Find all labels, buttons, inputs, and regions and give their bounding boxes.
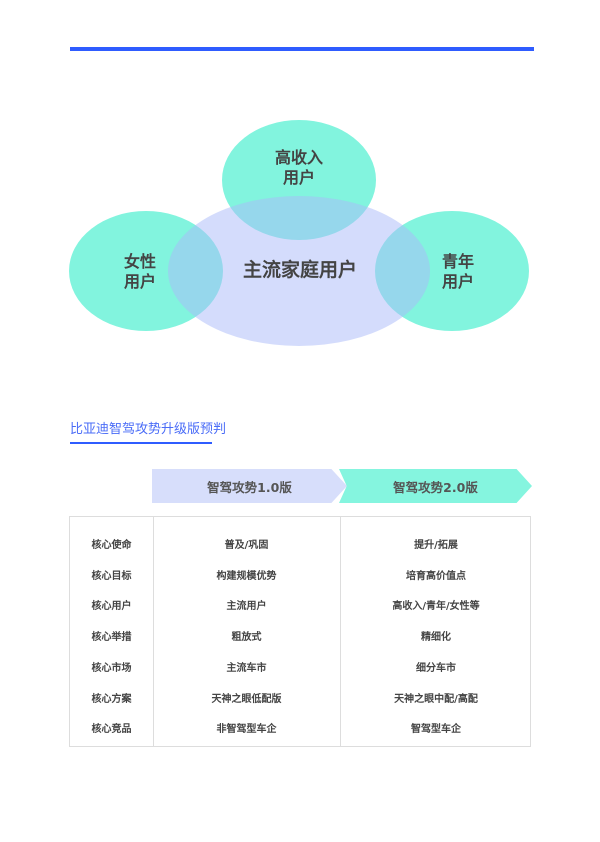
- section-title: 比亚迪智驾攻势升级版预判: [70, 422, 227, 437]
- cell-v1: 主流车市: [226, 662, 267, 674]
- table-row: 核心举措 粗放式 精细化: [70, 625, 530, 645]
- cell-v2: 天神之眼中配/高配: [394, 693, 478, 705]
- cell-v1: 构建规模优势: [216, 570, 277, 582]
- venn-diagram: [69, 120, 529, 346]
- cell-label: 核心竞品: [91, 724, 132, 736]
- venn-center-ellipse: [168, 196, 430, 346]
- table-row: 核心方案 天神之眼低配版 天神之眼中配/高配: [70, 687, 530, 707]
- cell-v2: 培育高价值点: [406, 570, 466, 582]
- table-row: 核心目标 构建规模优势 培育高价值点: [70, 564, 530, 584]
- cell-label: 核心使命: [91, 540, 132, 551]
- column-divider: [340, 517, 341, 746]
- table-row: 核心使命 普及/巩固 提升/拓展: [70, 533, 530, 553]
- cell-v2: 细分车市: [416, 662, 456, 674]
- venn-left-label: 女性用户: [123, 252, 156, 291]
- cell-v2: 智驾型车企: [411, 724, 461, 736]
- version-1-arrow: 智驾攻势1.0版: [152, 469, 347, 503]
- cell-label: 核心用户: [91, 601, 132, 613]
- venn-center-label: 主流家庭用户: [242, 259, 357, 281]
- column-divider: [153, 517, 154, 746]
- venn-right-label: 青年用户: [441, 252, 474, 291]
- version-2-arrow: 智驾攻势2.0版: [339, 469, 532, 503]
- comparison-table: 核心使命 普及/巩固 提升/拓展核心目标 构建规模优势 培育高价值点核心用户 主流用户 高收…: [69, 516, 531, 747]
- cell-label: 核心目标: [91, 570, 132, 582]
- cell-label: 核心方案: [91, 693, 132, 705]
- section-underline: [70, 442, 212, 444]
- cell-label: 核心市场: [91, 662, 132, 674]
- cell-label: 核心举措: [91, 632, 132, 644]
- cell-v1: 普及/巩固: [224, 540, 269, 551]
- cell-v1: 主流用户: [226, 601, 267, 613]
- cell-v2: 提升/拓展: [414, 540, 458, 551]
- cell-v1: 天神之眼低配版: [211, 693, 282, 705]
- cell-v1: 粗放式: [231, 632, 262, 644]
- cell-v1: 非智驾型车企: [216, 724, 277, 736]
- cell-v2: 精细化: [421, 632, 451, 644]
- table-row: 核心用户 主流用户 高收入/青年/女性等: [70, 594, 530, 614]
- top-accent-bar: [70, 47, 534, 51]
- venn-top-label: 高收入用户: [274, 148, 323, 187]
- cell-v2: 高收入/青年/女性等: [392, 601, 480, 613]
- table-row: 核心竞品 非智驾型车企 智驾型车企: [70, 717, 530, 737]
- table-row: 核心市场 主流车市 细分车市: [70, 656, 530, 676]
